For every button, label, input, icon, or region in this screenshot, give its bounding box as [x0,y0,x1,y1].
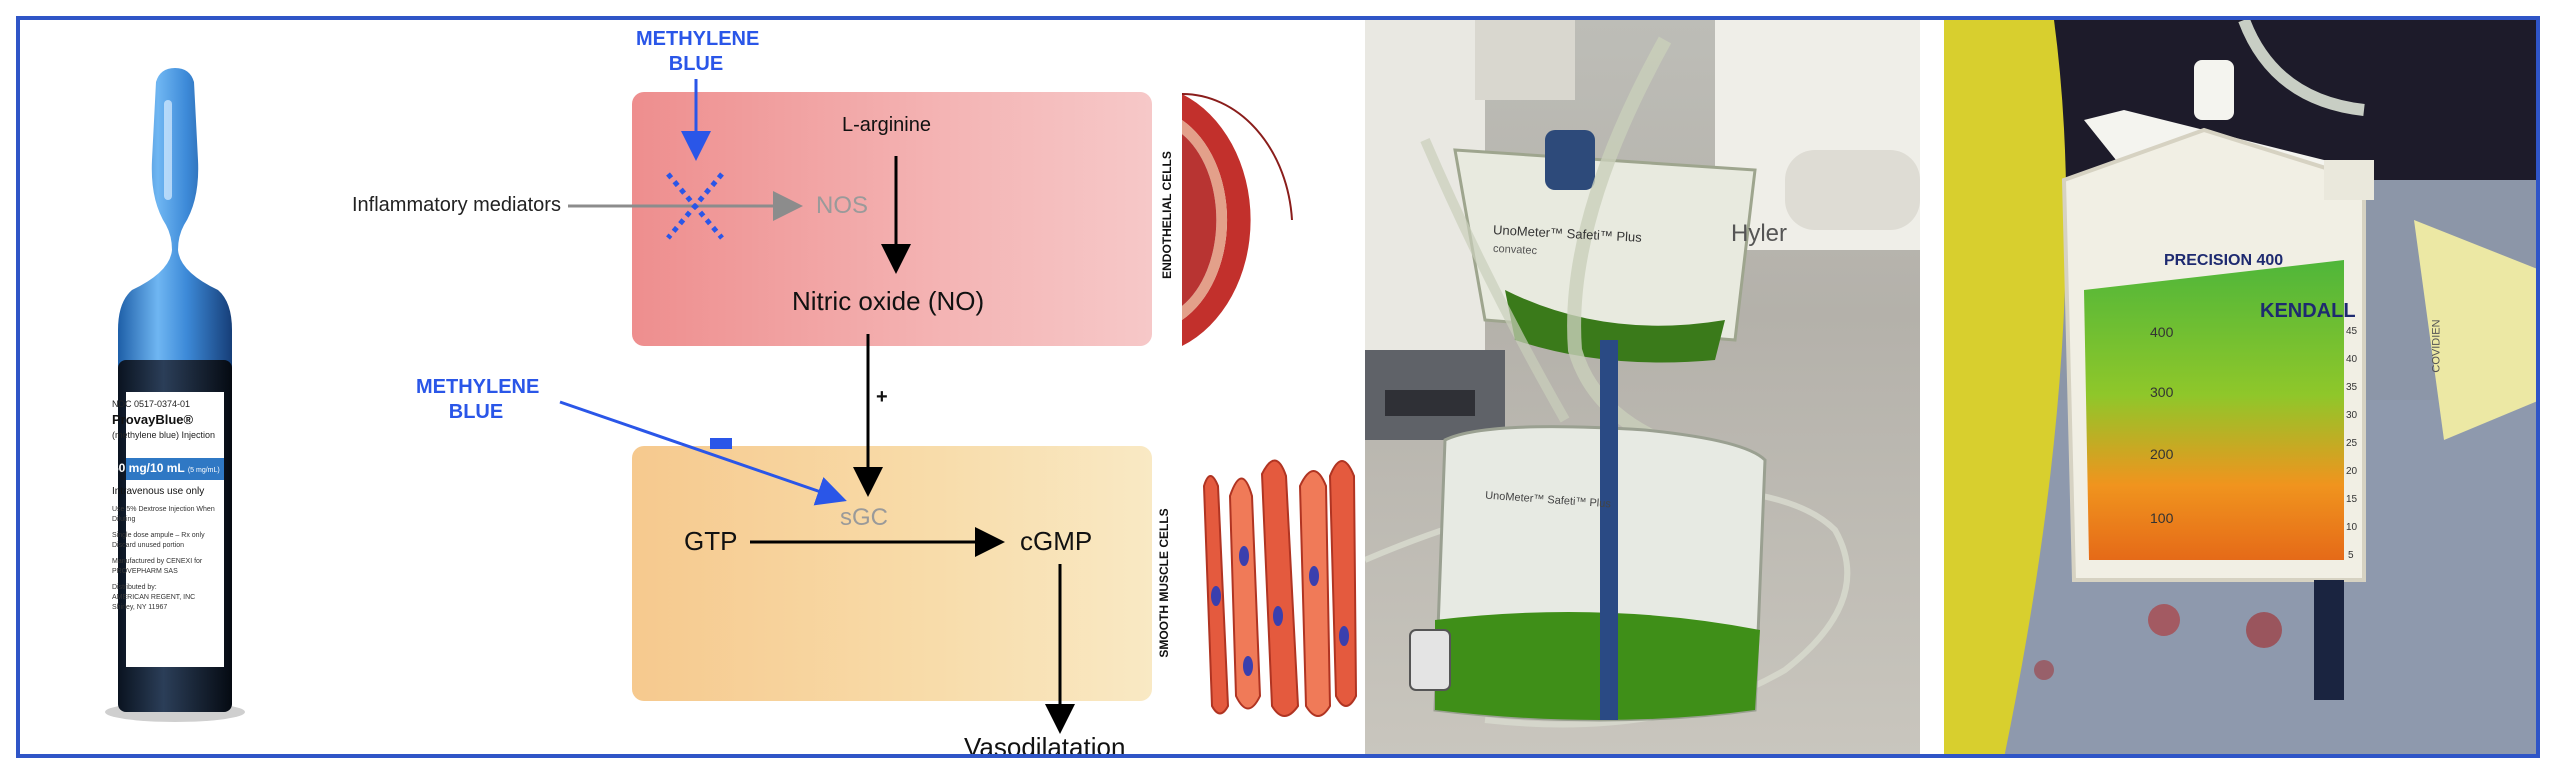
ampoule-ndc: NDC 0517-0374-01 [112,399,191,409]
sgc-label: sGC [840,504,888,531]
inflammatory-mediators-label: Inflammatory mediators [352,194,561,216]
scale-400: 400 [2150,324,2174,340]
kendall-brand: KENDALL [2260,300,2356,322]
ampoule-manufacturer-1: Manufactured by CENEXI for [112,558,203,565]
urimeter-brand: convatec [1492,242,1538,258]
ampoule-manufacturer-2: PROVEPHARM SAS [112,568,178,575]
ampoule-dose: 50 mg/10 mL (5 mg/mL) [112,461,220,475]
ampoule-discard: Discard unused portion [112,542,184,549]
diagram-arrows [559,79,1358,734]
cgmp-label: cGMP [1020,526,1093,556]
ampoule-panel: NDC 0517-0374-01 ProvayBlue® (methylene … [60,40,290,740]
nitric-oxide-label: Nitric oxide (NO) [792,286,985,316]
ampoule-distributor-3: Shirley, NY 11967 [112,604,168,611]
ampoule-image [105,68,245,722]
ampoule-route: Intravenous use only [112,486,205,497]
scale-200: 200 [2150,446,2174,462]
smooth-muscle-cells-label: SMOOTH MUSCLE CELLS [1157,508,1171,658]
gtp-label: GTP [684,526,738,556]
mb-mid-arrow [559,400,847,506]
mb-top-label-1: METHYLENE [636,28,760,50]
scale-right-5: 5 [2348,550,2354,561]
scale-right-40: 40 [2346,354,2358,365]
ampoule-distributor-1: Distributed by: [112,584,157,591]
mechanism-diagram: METHYLENE BLUE Inflammatory mediators L-… [330,16,1365,761]
scale-right-25: 25 [2346,438,2358,449]
scale-right-45: 45 [2346,326,2358,337]
sgc-inhibition-marker [710,438,732,449]
urine-bag-image [1365,20,1920,728]
inhibition-x-2 [666,172,724,240]
endothelial-box [632,92,1152,346]
ampoule-dose-main: 50 mg/10 mL [112,461,185,475]
scale-100: 100 [2150,510,2174,526]
ampoule-generic: (methylene blue) Injection [112,430,216,440]
ampoule-dilution-2: Diluting [112,516,136,523]
urine-bag-photo: UnoMeter™ Safeti™ Plus convatec UnoMeter… [1365,20,1920,758]
smooth-muscle-illustration [1202,459,1358,717]
nos-label: NOS [816,192,869,219]
vessel-illustration [1181,92,1293,346]
covidien-brand: COVIDIEN [2430,319,2443,373]
scale-right-35: 35 [2346,382,2358,393]
plus-label: + [876,386,888,408]
smooth-muscle-box [632,446,1152,701]
precision-meter-image [1944,20,2540,758]
scale-right-20: 20 [2346,466,2358,477]
precision-meter-photo: PRECISION 400 KENDALL COVIDIEN 400 300 2… [1944,20,2540,758]
scale-right-15: 15 [2346,494,2358,505]
mb-top-label-2: BLUE [668,53,724,75]
ampoule-dilution-1: Use 5% Dextrose Injection When [112,506,215,513]
ampoule-distributor-2: AMERICAN REGENT, INC [112,594,196,601]
endothelial-cells-label: ENDOTHELIAL CELLS [1160,151,1174,279]
precision-brand: PRECISION 400 [2164,252,2284,269]
mb-mid-label-2: BLUE [448,401,504,423]
scale-right-10: 10 [2346,522,2358,533]
mb-mid-label-1: METHYLENE [416,376,540,398]
scale-right-30: 30 [2346,410,2358,421]
ampoule-single-dose: Single dose ampule – Rx only [112,532,205,539]
ampoule-dose-small: (5 mg/mL) [187,467,220,474]
device-label: Hyler [1731,220,1788,247]
scale-300: 300 [2150,384,2174,400]
vasodilatation-label: Vasodilatation [964,732,1126,761]
ampoule-brand: ProvayBlue® [112,412,194,427]
l-arginine-label: L-arginine [842,114,931,136]
